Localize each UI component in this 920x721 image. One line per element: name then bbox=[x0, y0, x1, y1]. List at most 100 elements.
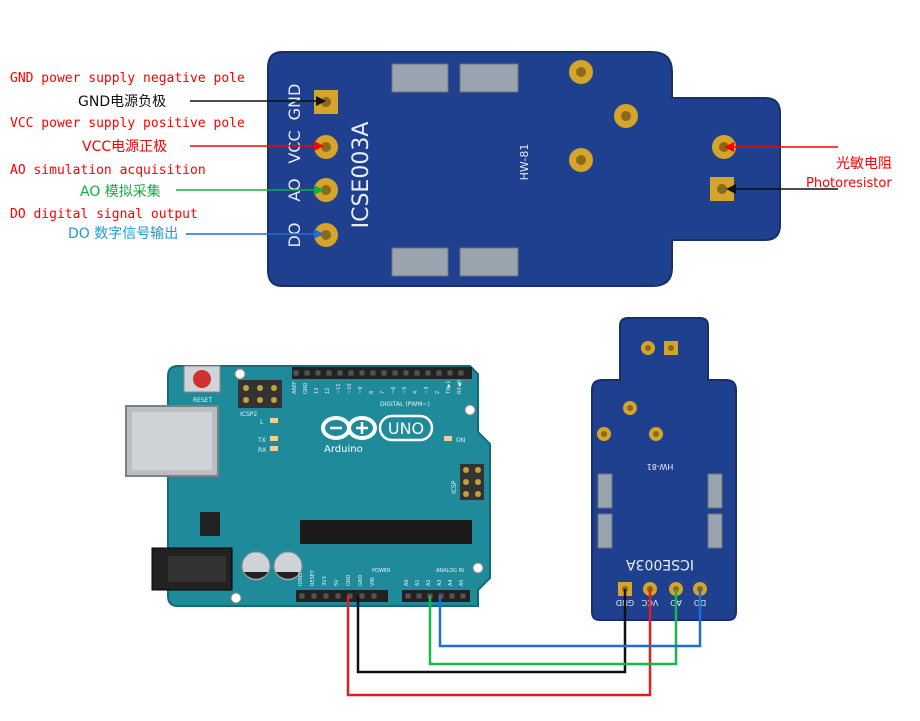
analog-pin-hole bbox=[405, 593, 411, 599]
vcc-label-cn: VCC电源正极 bbox=[82, 139, 167, 155]
smd-pad bbox=[597, 473, 613, 509]
photo-label-en: Photoresistor bbox=[806, 176, 892, 191]
wire-vcc-5v bbox=[346, 589, 652, 697]
module-bottom-board bbox=[591, 317, 737, 621]
digital-pin-label: ~6 bbox=[391, 387, 397, 394]
digital-pin-hole bbox=[381, 370, 387, 376]
mounting-hole bbox=[464, 404, 476, 416]
chip-label: ICSE003A bbox=[349, 122, 374, 229]
gnd-label-en: GND power supply negative pole bbox=[10, 71, 245, 86]
pin-label-gnd: GND bbox=[285, 84, 304, 121]
digital-label: DIGITAL (PWM~) bbox=[380, 401, 430, 408]
digital-pin-label: 7 bbox=[380, 391, 386, 394]
analog-pin-label: A3 bbox=[437, 579, 443, 586]
gnd-label-cn: GND电源负极 bbox=[78, 94, 166, 110]
power-pin-label: GND bbox=[346, 574, 352, 586]
uno-label: UNO bbox=[388, 419, 424, 438]
digital-pin-hole bbox=[315, 370, 321, 376]
power-pin-label: IOREF bbox=[298, 571, 304, 586]
smd-pad bbox=[391, 247, 449, 277]
power-header bbox=[296, 590, 388, 602]
analog-pin-label: A4 bbox=[448, 579, 454, 586]
digital-pin-hole bbox=[337, 370, 343, 376]
ao-label-cn: AO 模拟采集 bbox=[80, 183, 161, 200]
voltage-regulator bbox=[200, 512, 220, 536]
digital-pin-hole bbox=[436, 370, 442, 376]
power-pin-label: 3V3 bbox=[322, 576, 328, 586]
wire-ao-a0 bbox=[428, 589, 678, 666]
do-label-en: DO digital signal output bbox=[10, 207, 198, 222]
sensor-module-bottom: HW-81 ICSE003A GND VCC AO DO bbox=[591, 317, 737, 621]
mounting-hole bbox=[234, 368, 246, 380]
digital-pin-hole bbox=[403, 370, 409, 376]
analog-pin-label: A0 bbox=[404, 579, 410, 586]
digital-pin-hole bbox=[304, 370, 310, 376]
power-pin-hole bbox=[335, 593, 341, 599]
led-l bbox=[270, 418, 278, 423]
power-label: POWER bbox=[372, 568, 391, 574]
reset-label: RESET bbox=[193, 397, 213, 404]
analog-label: ANALOG IN bbox=[436, 568, 464, 574]
smd-pad bbox=[459, 247, 519, 277]
analog-pin-label: A2 bbox=[426, 579, 432, 586]
power-pin-hole bbox=[323, 593, 329, 599]
power-pin-label: GND bbox=[358, 574, 364, 586]
analog-pin-hole bbox=[416, 593, 422, 599]
digital-pin-hole bbox=[359, 370, 365, 376]
led-on-label: ON bbox=[456, 437, 465, 444]
pin-annotations: GND power supply negative pole GND电源负极 V… bbox=[10, 71, 326, 242]
digital-pin-label: RX◀0 bbox=[457, 380, 463, 394]
digital-pin-label: 12 bbox=[325, 388, 331, 394]
led-rx-label: RX bbox=[258, 447, 266, 454]
mounting-hole bbox=[230, 592, 242, 604]
pin-label-do: DO bbox=[285, 223, 304, 248]
sensor-module-top: GND VCC AO DO ICSE003A HW-81 bbox=[267, 51, 781, 287]
analog-pin-label: A5 bbox=[459, 579, 465, 586]
module-top-board bbox=[267, 51, 781, 287]
power-pin-hole bbox=[299, 593, 305, 599]
icsp2-header bbox=[238, 380, 282, 408]
digital-pin-hole bbox=[293, 370, 299, 376]
smd-pad bbox=[707, 513, 723, 549]
digital-pin-label: 4 bbox=[413, 391, 419, 394]
digital-pin-hole bbox=[370, 370, 376, 376]
digital-pin-hole bbox=[326, 370, 332, 376]
smd-pad bbox=[391, 63, 449, 93]
digital-pin-hole bbox=[447, 370, 453, 376]
digital-pin-hole bbox=[458, 370, 464, 376]
digital-pin-label: ~9 bbox=[358, 387, 364, 394]
digital-pin-label: ~10 bbox=[347, 383, 353, 394]
ao-label-en: AO simulation acquisition bbox=[10, 163, 206, 178]
digital-pin-label: GND bbox=[303, 382, 309, 394]
chip-label: ICSE003A bbox=[626, 556, 694, 572]
digital-pin-label: ~3 bbox=[424, 387, 430, 394]
smd-pad bbox=[707, 473, 723, 509]
power-pin-label: VIN bbox=[370, 577, 376, 586]
icsp-header bbox=[460, 464, 484, 500]
digital-pin-hole bbox=[414, 370, 420, 376]
power-pin-hole bbox=[371, 593, 377, 599]
led-tx-label: TX bbox=[257, 437, 266, 444]
vcc-label-en: VCC power supply positive pole bbox=[10, 116, 245, 131]
digital-pin-label: 2 bbox=[435, 391, 441, 394]
wires bbox=[346, 589, 702, 697]
photo-label-cn: 光敏电阻 bbox=[836, 156, 892, 172]
wire-do-a1 bbox=[438, 589, 702, 648]
mounting-hole bbox=[472, 562, 484, 574]
digital-pin-label: ~5 bbox=[402, 387, 408, 394]
analog-header bbox=[402, 590, 470, 602]
board-code: HW-81 bbox=[518, 144, 531, 181]
pin-label-vcc: VCC bbox=[285, 130, 304, 163]
power-pin-hole bbox=[359, 593, 365, 599]
atmega-chip bbox=[300, 520, 472, 544]
arduino-pcb bbox=[167, 365, 491, 607]
power-pin-hole bbox=[311, 593, 317, 599]
photoresistor-annotation: 光敏电阻 Photoresistor bbox=[724, 142, 892, 194]
board-code: HW-81 bbox=[647, 462, 674, 471]
smd-pad bbox=[459, 63, 519, 93]
digital-pin-hole bbox=[425, 370, 431, 376]
digital-pin-label: 8 bbox=[369, 391, 375, 394]
wire-gnd bbox=[356, 589, 627, 674]
